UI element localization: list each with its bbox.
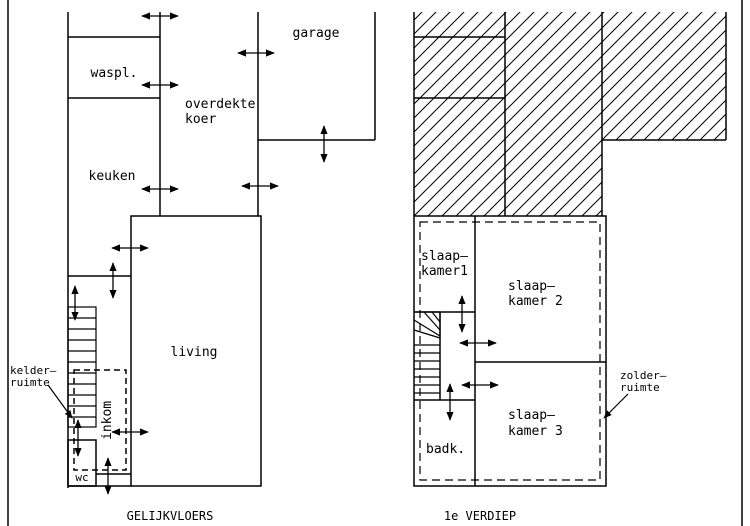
- label-bedroom3-1: slaap–: [508, 408, 555, 423]
- label-covered-yard-1: overdekte: [185, 97, 256, 112]
- attic-dashed-zone: [419, 221, 601, 481]
- label-wc: wc: [75, 471, 88, 484]
- label-attic-1: zolder–: [620, 369, 667, 382]
- label-wasplaats: waspl.: [91, 66, 138, 81]
- label-entrance: inkom: [100, 401, 115, 440]
- label-garage: garage: [293, 26, 340, 41]
- ground-floor-plan: [67, 12, 376, 488]
- label-cellar-1: kelder–: [10, 364, 57, 377]
- label-bedroom2-2: kamer 2: [508, 294, 563, 309]
- first-floor-outline: [413, 215, 607, 487]
- first-floor-staircase: [413, 311, 441, 394]
- label-covered-yard-2: koer: [185, 112, 216, 127]
- label-bedroom1-2: kamer1: [421, 264, 468, 279]
- ground-floor-title: GELIJKVLOERS: [127, 509, 214, 523]
- ground-floor-access-arrows: [71, 12, 328, 495]
- label-living: living: [171, 345, 218, 360]
- label-cellar-2: ruimte: [10, 376, 50, 389]
- first-floor-void-hatching: [414, 12, 726, 216]
- first-floor-access-arrows: [446, 295, 499, 421]
- label-bathroom: badk.: [426, 442, 465, 457]
- cellar-leader-arrow-icon: [47, 384, 73, 419]
- wc-outline: [67, 439, 97, 487]
- label-bedroom1-1: slaap–: [421, 249, 468, 264]
- label-bedroom2-1: slaap–: [508, 279, 555, 294]
- label-kitchen: keuken: [89, 169, 136, 184]
- label-bedroom3-2: kamer 3: [508, 424, 563, 439]
- label-attic-2: ruimte: [620, 381, 660, 394]
- first-floor-plan: [413, 12, 727, 487]
- ground-floor-staircase: [67, 306, 97, 428]
- attic-leader-arrow-icon: [603, 393, 629, 419]
- first-floor-title: 1e VERDIEP: [444, 509, 516, 523]
- living-room-outline: [130, 215, 262, 487]
- entrance-dashed-zone: [73, 369, 127, 471]
